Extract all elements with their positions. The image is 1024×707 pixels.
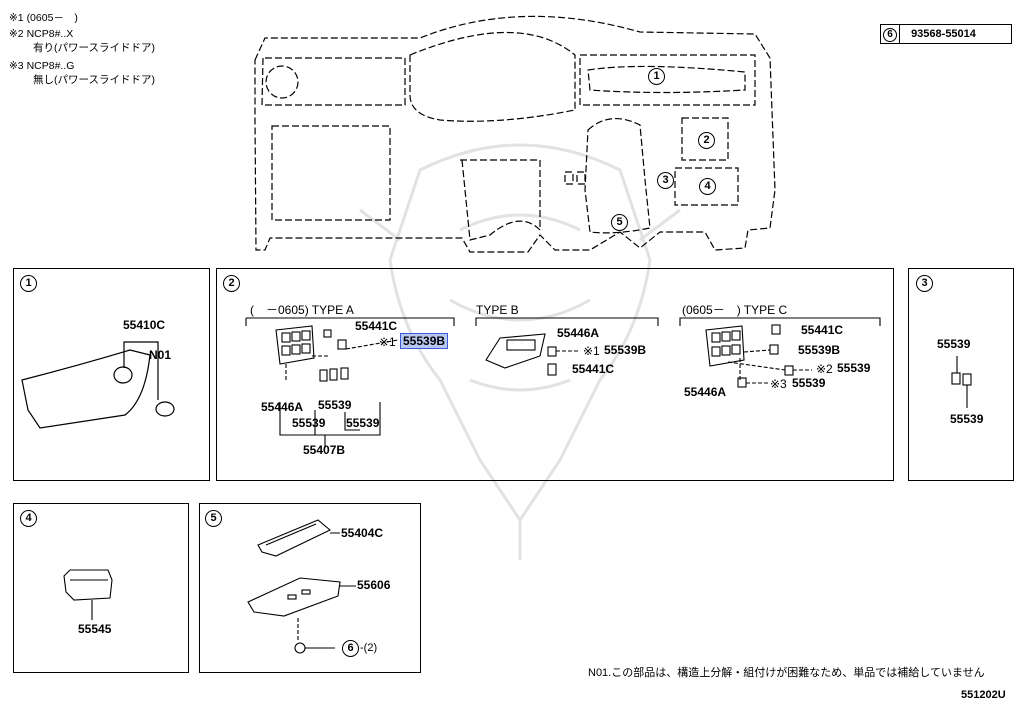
type-c-55539-1[interactable]: 55539 bbox=[837, 361, 871, 375]
note-3: ※3 NCP8#..G 無し(パワースライドドア) bbox=[9, 60, 155, 86]
panel5-drawing bbox=[247, 519, 356, 654]
overview-callout-5[interactable]: 5 bbox=[611, 214, 628, 231]
panel5-55404C[interactable]: 55404C bbox=[341, 526, 384, 540]
type-c-55539-2[interactable]: 55539 bbox=[792, 376, 826, 390]
panel4-drawing bbox=[63, 569, 113, 620]
panel3-55539-2[interactable]: 55539 bbox=[950, 412, 984, 426]
panel2-drawing bbox=[245, 317, 881, 448]
overview-callout-1[interactable]: 1 bbox=[648, 68, 665, 85]
ref-box-6: 6 93568-55014 bbox=[880, 24, 1012, 44]
dashboard-overview bbox=[254, 15, 776, 253]
part-55410C[interactable]: 55410C bbox=[123, 318, 166, 332]
type-a-55407B[interactable]: 55407B bbox=[303, 443, 346, 457]
panel2-number: 2 bbox=[223, 275, 240, 292]
type-b-55539B[interactable]: 55539B bbox=[604, 343, 647, 357]
type-a-55539-2[interactable]: 55539 bbox=[292, 416, 326, 430]
type-a-note-mark: ※1 bbox=[379, 335, 396, 349]
type-c-title: (0605－ ) TYPE C bbox=[682, 303, 788, 317]
ref-box-part-number: 93568-55014 bbox=[911, 28, 976, 40]
part-N01[interactable]: N01 bbox=[149, 348, 172, 362]
panel-3 bbox=[908, 268, 1014, 481]
panel4-number: 4 bbox=[20, 510, 37, 527]
type-c-note-mark-3: ※3 bbox=[770, 377, 787, 391]
type-c-55446A[interactable]: 55446A bbox=[684, 385, 727, 399]
note-2: ※2 NCP8#..X 有り(パワースライドドア) bbox=[9, 28, 155, 54]
panel4-55545[interactable]: 55545 bbox=[78, 622, 112, 636]
type-c-55441C[interactable]: 55441C bbox=[801, 323, 844, 337]
footer-note: N01.この部品は、構造上分解・組付けが困難なため、単品では補給していません bbox=[588, 667, 985, 679]
overview-callout-4[interactable]: 4 bbox=[699, 178, 716, 195]
type-a-55441C[interactable]: 55441C bbox=[355, 319, 398, 333]
type-b-title: TYPE B bbox=[476, 303, 519, 317]
ref-box-circle: 6 bbox=[883, 28, 897, 42]
type-b-55446A[interactable]: 55446A bbox=[557, 326, 600, 340]
panel3-drawing bbox=[951, 356, 972, 408]
diagram-code: 551202U bbox=[961, 689, 1006, 701]
panel-2 bbox=[216, 268, 894, 481]
type-c-note-mark-2: ※2 bbox=[816, 362, 833, 376]
overview-callout-3[interactable]: 3 bbox=[657, 172, 674, 189]
type-a-55446A[interactable]: 55446A bbox=[261, 400, 304, 414]
type-a-title: ( －0605) TYPE A bbox=[250, 303, 354, 317]
panel1-drawing bbox=[21, 341, 175, 429]
panel5-55606[interactable]: 55606 bbox=[357, 578, 391, 592]
type-a-55539-3[interactable]: 55539 bbox=[346, 416, 380, 430]
panel5-bolt-ref-6[interactable]: 6 bbox=[342, 640, 359, 657]
panel5-number: 5 bbox=[205, 510, 222, 527]
panel-4 bbox=[13, 503, 189, 673]
type-a-55539-1[interactable]: 55539 bbox=[318, 398, 352, 412]
panel1-number: 1 bbox=[20, 275, 37, 292]
watermark-emblem bbox=[359, 143, 681, 560]
note-1: ※1 (0605－ ) bbox=[9, 12, 78, 24]
type-a-55539B-highlighted[interactable]: 55539B bbox=[400, 333, 449, 349]
panel3-55539-1[interactable]: 55539 bbox=[937, 337, 971, 351]
type-b-note-mark: ※1 bbox=[583, 344, 600, 358]
panel-5 bbox=[199, 503, 421, 673]
type-c-55539B[interactable]: 55539B bbox=[798, 343, 841, 357]
panel3-number: 3 bbox=[916, 275, 933, 292]
overview-callout-2[interactable]: 2 bbox=[698, 132, 715, 149]
type-b-55441C[interactable]: 55441C bbox=[572, 362, 615, 376]
panel5-bolt-qty: -(2) bbox=[360, 642, 378, 654]
panel-1 bbox=[13, 268, 210, 481]
